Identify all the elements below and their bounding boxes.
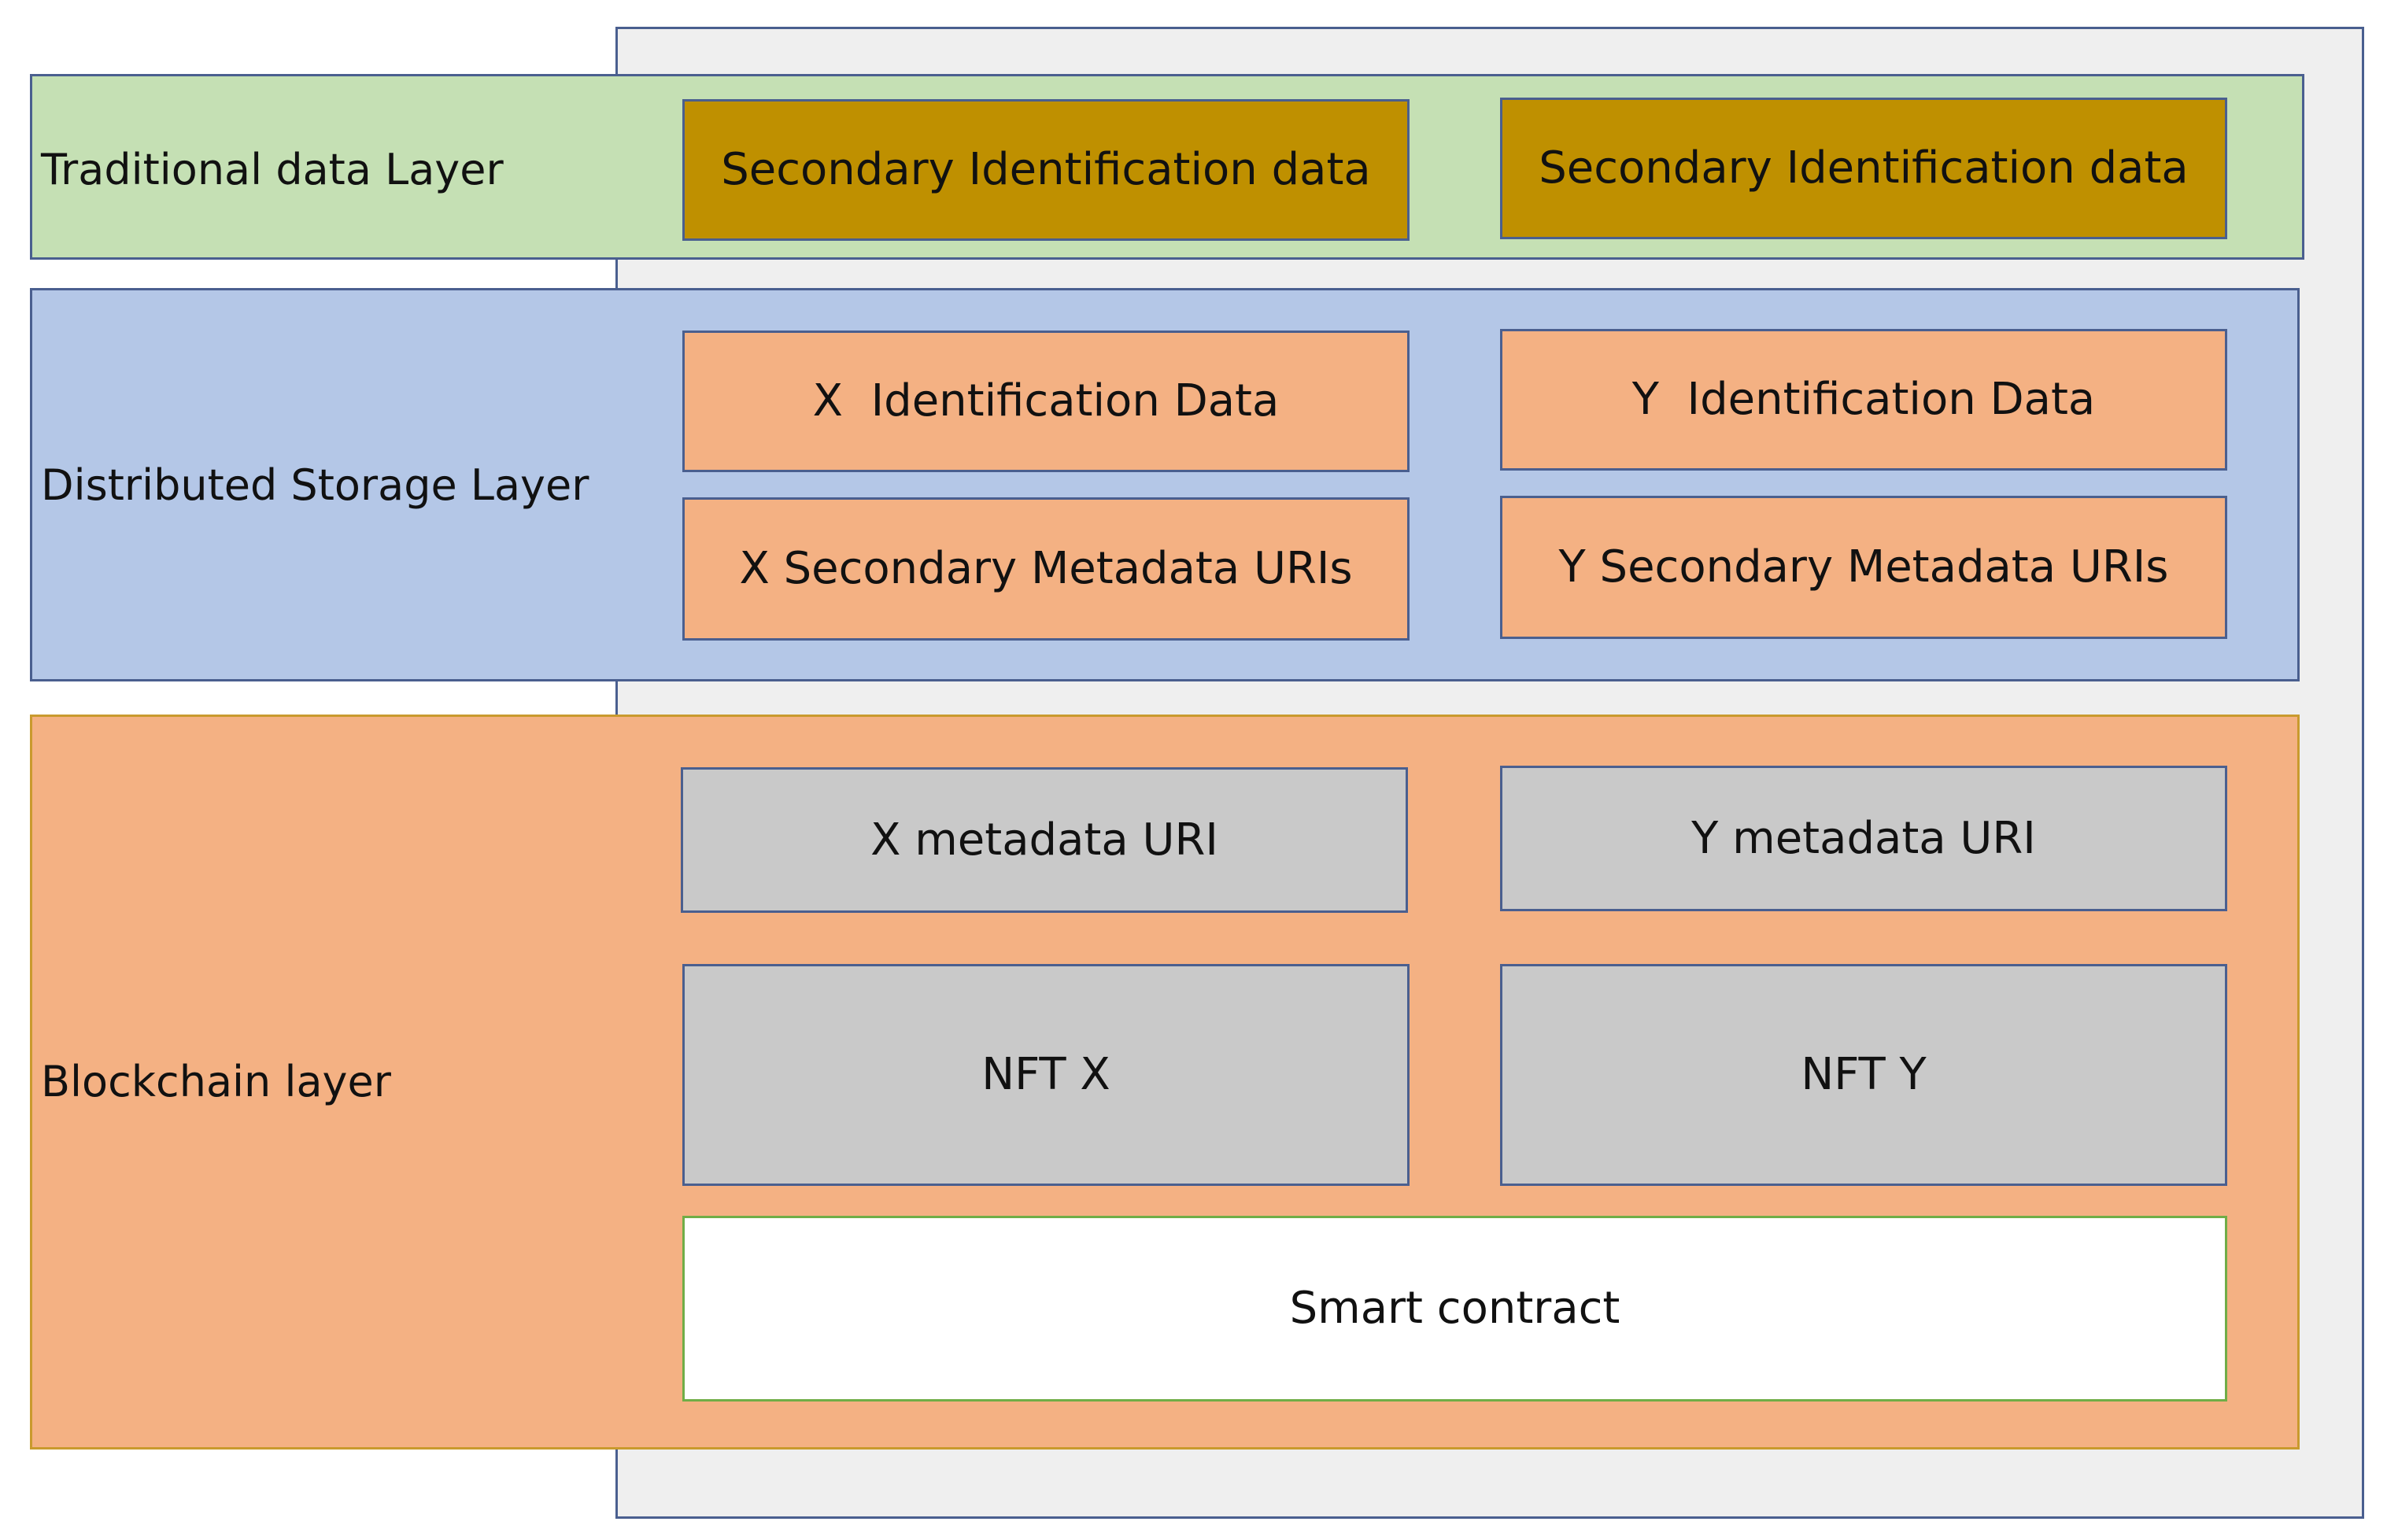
y-identification-data-box: Y Identification Data <box>1500 329 2227 471</box>
x-identification-data-box: X Identification Data <box>682 331 1410 472</box>
traditional-layer-label: Traditional data Layer <box>41 145 504 194</box>
y-metadata-uri-box: Y metadata URI <box>1500 766 2227 911</box>
secondary-identification-data-y-box: Secondary Identification data <box>1500 98 2227 239</box>
secondary-identification-data-x-box: Secondary Identification data <box>682 99 1410 241</box>
nft-y-box: NFT Y <box>1500 964 2227 1186</box>
smart-contract-box: Smart contract <box>682 1216 2227 1402</box>
nft-x-box: NFT X <box>682 964 1410 1186</box>
y-secondary-metadata-uris-box: Y Secondary Metadata URIs <box>1500 496 2227 639</box>
x-metadata-uri-box: X metadata URI <box>681 767 1408 913</box>
blockchain-layer-label: Blockchain layer <box>41 1057 391 1106</box>
x-secondary-metadata-uris-box: X Secondary Metadata URIs <box>682 497 1410 641</box>
distributed-layer-label: Distributed Storage Layer <box>41 460 589 510</box>
